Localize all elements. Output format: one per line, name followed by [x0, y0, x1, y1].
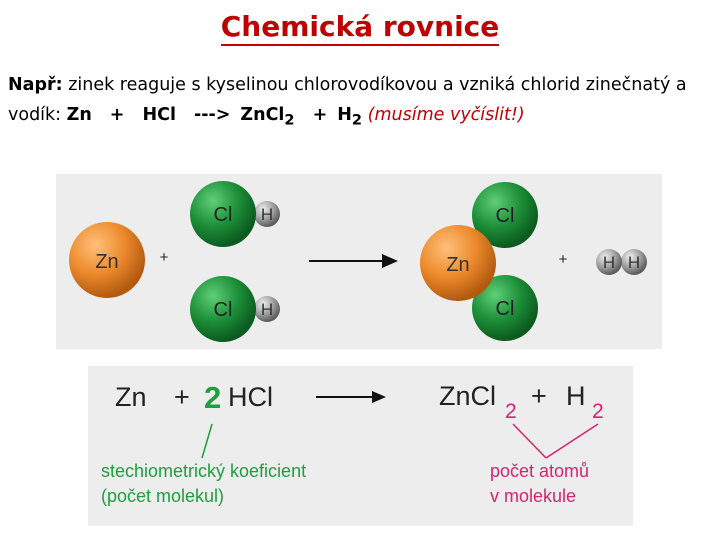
- eq-zncl: ZnCl: [240, 105, 285, 125]
- molecule-diagram: Zn + H Cl H Cl Cl Cl Zn: [56, 174, 662, 349]
- h2-molecule: H H: [596, 249, 647, 275]
- intro-lead: Např:: [8, 75, 63, 95]
- hcl-molecule-1: H Cl: [190, 181, 280, 247]
- zn-label: Zn: [95, 251, 118, 273]
- intro-equation: Zn+HCl--->ZnCl2+H2: [66, 105, 362, 129]
- h-label: H: [261, 300, 273, 319]
- zn-atom-reactant: Zn: [69, 222, 145, 298]
- intro-paragraph: Např: zinek reaguje s kyselinou chlorovo…: [8, 70, 713, 136]
- eq-arrow: --->: [193, 105, 231, 125]
- equation-arrow: [316, 391, 386, 403]
- h-label: H: [261, 205, 273, 224]
- cl-label: Cl: [496, 298, 515, 320]
- intro-text: zinek reaguje s kyselinou chlorovodíkovo…: [8, 75, 687, 125]
- eq-h-subscript: 2: [351, 111, 363, 129]
- equation-plus-1: +: [174, 382, 190, 412]
- subscript-label-line-2: v molekule: [490, 486, 576, 506]
- coefficient-pointer: [201, 423, 213, 459]
- equation-zn: Zn: [115, 382, 147, 412]
- equation-hcl: HCl: [228, 382, 273, 412]
- zncl2-molecule: Cl Cl Zn: [420, 182, 538, 341]
- subscript-label-line-1: počet atomů: [490, 461, 589, 481]
- eq-plus-1: +: [109, 105, 125, 125]
- subscript-pointer-left: [512, 423, 547, 459]
- plus-sign-1: +: [160, 249, 169, 266]
- eq-hcl: HCl: [142, 105, 176, 125]
- plus-sign-2: +: [559, 251, 568, 268]
- zn-label: Zn: [446, 254, 469, 276]
- hcl-molecule-2: H Cl: [190, 276, 280, 342]
- annotated-equation-svg: Zn + 2 HCl ZnCl 2 + H 2 stechiometrický …: [101, 380, 604, 506]
- equation-h: H: [566, 381, 586, 411]
- intro-note: (musíme vyčíslit!): [367, 105, 525, 125]
- eq-zncl-subscript: 2: [284, 111, 295, 129]
- subscript-cl: 2: [505, 400, 517, 423]
- equation-zncl: ZnCl: [439, 381, 496, 411]
- cl-label: Cl: [496, 205, 515, 227]
- eq-plus-2: +: [312, 105, 328, 125]
- coefficient-label-line-1: stechiometrický koeficient: [101, 461, 306, 481]
- subscript-pointer-right: [545, 423, 599, 459]
- coefficient-2: 2: [204, 380, 221, 415]
- reaction-arrow: [309, 254, 398, 268]
- eq-h: H: [337, 105, 352, 125]
- h-label: H: [603, 253, 615, 272]
- coefficient-label-line-2: (počet molekul): [101, 486, 224, 506]
- page-title: Chemická rovnice: [0, 10, 720, 46]
- title-text: Chemická rovnice: [220, 10, 500, 46]
- equation-plus-2: +: [531, 381, 547, 411]
- cl-label: Cl: [214, 204, 233, 226]
- cl-label: Cl: [214, 299, 233, 321]
- h-label: H: [628, 253, 640, 272]
- eq-zn: Zn: [66, 105, 92, 125]
- annotated-equation: Zn + 2 HCl ZnCl 2 + H 2 stechiometrický …: [88, 366, 633, 526]
- molecule-diagram-svg: Zn + H Cl H Cl Cl Cl Zn: [69, 181, 647, 342]
- subscript-h: 2: [592, 400, 604, 423]
